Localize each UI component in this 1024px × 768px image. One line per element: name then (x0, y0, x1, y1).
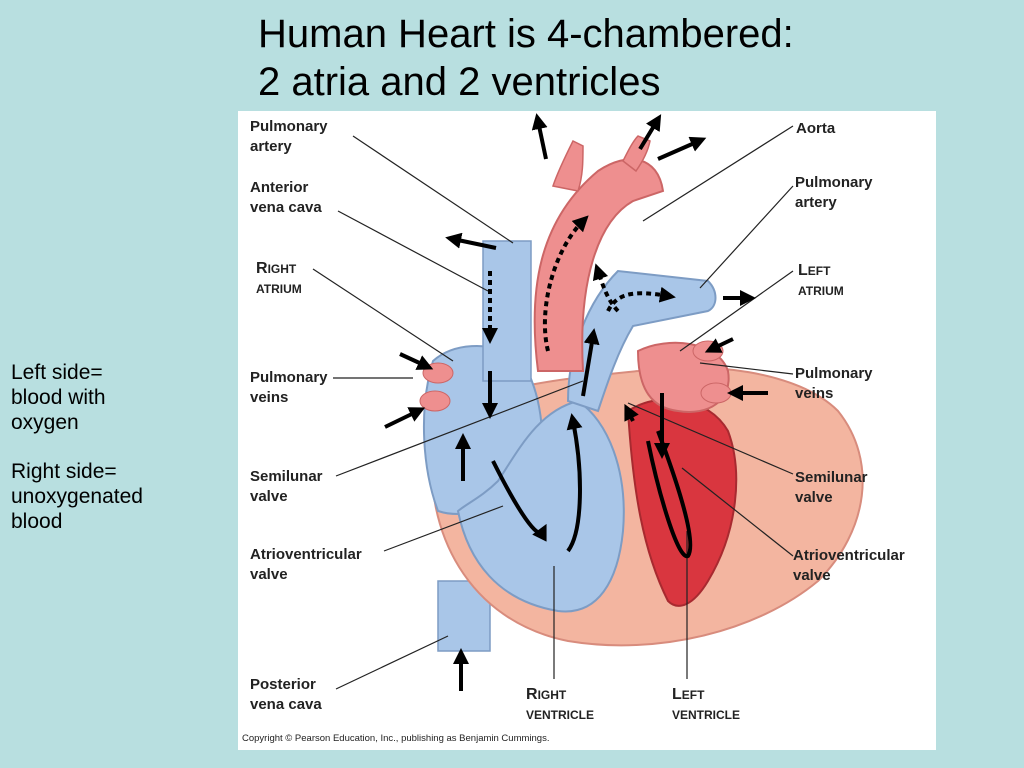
label-pulmonary-artery-left: Pulmonary artery (250, 117, 328, 157)
label-semilunar-valve-left: Semilunar valve (250, 467, 323, 507)
label-av-valve-left-line1: Atrioventricular (250, 546, 362, 563)
label-posterior-vena-cava: Posterior vena cava (250, 675, 322, 715)
label-right-ventricle-line2: VENTRICLE (526, 708, 595, 722)
left-side-note-line1: Left side= (11, 361, 103, 384)
right-side-note-line2: unoxygenated (11, 485, 143, 508)
label-pulmonary-veins-left: Pulmonary veins (250, 368, 328, 408)
label-right-ventricle-rest: IGHT (537, 688, 567, 702)
slide-title: Human Heart is 4-chambered: 2 atria and … (258, 10, 794, 106)
label-semilunar-valve-right-line1: Semilunar (795, 469, 868, 486)
copyright-notice: Copyright © Pearson Education, Inc., pub… (242, 733, 550, 744)
flow-arrows (384, 113, 768, 691)
label-anterior-vena-cava: Anterior vena cava (250, 178, 322, 218)
label-pulmonary-artery-left-line1: Pulmonary (250, 118, 328, 135)
label-left-atrium: LEFT ATRIUM (798, 261, 844, 301)
label-av-valve-right-line1: Atrioventricular (793, 547, 905, 564)
label-right-atrium-cap: R (256, 260, 268, 277)
label-av-valve-left-line2: valve (250, 566, 288, 583)
label-left-ventricle: LEFT VENTRICLE (672, 685, 740, 725)
label-right-atrium-line2: ATRIUM (256, 282, 302, 296)
label-semilunar-valve-right: Semilunar valve (795, 468, 868, 508)
label-left-atrium-rest: EFT (807, 264, 831, 278)
label-aorta-text: Aorta (796, 120, 836, 137)
leader-lines (312, 125, 794, 690)
slide-title-line1: Human Heart is 4-chambered: (258, 12, 794, 56)
left-side-note-line3: oxygen (11, 411, 79, 434)
label-pulmonary-veins-right-line1: Pulmonary (795, 365, 873, 382)
label-anterior-vena-cava-line1: Anterior (250, 179, 309, 196)
label-right-ventricle: RIGHT VENTRICLE (526, 685, 594, 725)
pulmonary-vein-left-lower (419, 390, 451, 412)
pulmonary-vein-right-lower (700, 382, 732, 404)
left-side-note-line2: blood with (11, 386, 106, 409)
label-pulmonary-artery-right: Pulmonary artery (795, 173, 873, 213)
label-right-ventricle-cap: R (526, 686, 538, 703)
side-note: Left side= blood with oxygen Right side=… (11, 360, 236, 558)
right-side-note-line1: Right side= (11, 460, 117, 483)
label-left-atrium-line2: ATRIUM (798, 284, 844, 298)
aortic-branches (552, 135, 651, 192)
label-semilunar-valve-left-line1: Semilunar (250, 468, 323, 485)
label-right-atrium: RIGHT ATRIUM (256, 259, 302, 299)
right-side-note: Right side= unoxygenated blood (11, 459, 236, 534)
label-left-ventricle-line2: VENTRICLE (672, 708, 741, 722)
label-pulmonary-veins-left-line1: Pulmonary (250, 369, 328, 386)
label-pulmonary-artery-right-line2: artery (795, 194, 837, 211)
label-semilunar-valve-left-line2: valve (250, 488, 288, 505)
label-left-ventricle-cap: L (672, 686, 682, 703)
label-right-atrium-rest: IGHT (267, 262, 297, 276)
left-side-note: Left side= blood with oxygen (11, 360, 236, 435)
heart-diagram: Pulmonary artery Anterior vena cava RIGH… (238, 111, 936, 750)
label-pulmonary-veins-left-line2: veins (250, 389, 289, 406)
label-semilunar-valve-right-line2: valve (795, 489, 833, 506)
label-aorta: Aorta (796, 119, 835, 139)
right-side-note-line3: blood (11, 510, 63, 533)
label-pulmonary-veins-right: Pulmonary veins (795, 364, 873, 404)
label-pulmonary-artery-right-line1: Pulmonary (795, 174, 873, 191)
label-anterior-vena-cava-line2: vena cava (250, 199, 322, 216)
label-av-valve-left: Atrioventricular valve (250, 545, 362, 585)
label-av-valve-right-line2: valve (793, 567, 831, 584)
label-posterior-vena-cava-line1: Posterior (250, 676, 316, 693)
slide-title-line2: 2 atria and 2 ventricles (258, 60, 661, 104)
heart-illustration (312, 113, 864, 691)
label-left-ventricle-rest: EFT (681, 688, 705, 702)
label-av-valve-right: Atrioventricular valve (793, 546, 905, 586)
label-pulmonary-veins-right-line2: veins (795, 385, 834, 402)
label-posterior-vena-cava-line2: vena cava (250, 696, 322, 713)
pulmonary-vein-left-upper (422, 362, 454, 384)
label-pulmonary-artery-left-line2: artery (250, 138, 292, 155)
label-left-atrium-cap: L (798, 262, 808, 279)
